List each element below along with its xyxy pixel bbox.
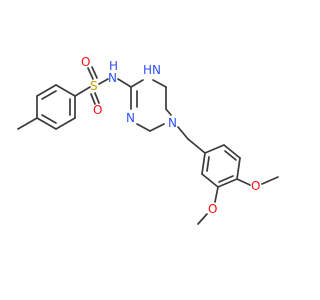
bond-O-CH3-para — [261, 176, 279, 185]
bond-triazine-6 — [136, 123, 151, 132]
bond-N-C — [117, 78, 132, 88]
bond-tolyl-3 — [55, 84, 76, 97]
methoxy-oxygen-para-label: O — [251, 179, 260, 193]
bonds — [17, 66, 279, 225]
bond-S-N — [98, 78, 109, 85]
bond-O-CH3-meta — [197, 213, 208, 225]
bond-aryl-4 — [217, 178, 238, 188]
bond-tolyl-6 — [36, 117, 57, 130]
bond-N-CH2 — [177, 126, 189, 140]
bond-S-O-top-b — [91, 66, 98, 79]
sulfur-atom-label: S — [90, 79, 98, 93]
ring-nh-hydrogen-label: H — [143, 63, 152, 77]
molecule-structure: S O O N H H N N N O O — [17, 55, 279, 225]
atom-labels: S O O N H H N N N O O — [81, 55, 260, 216]
structure-canvas: S O O N H H N N N O O — [17, 55, 279, 225]
bond-aryl-inner-b — [218, 175, 234, 183]
bond-methyl — [17, 117, 38, 130]
bond-S-O-bottom-a — [94, 92, 100, 104]
ring-imine-nitrogen-label: N — [126, 111, 135, 125]
bond-triazine-5 — [149, 123, 165, 132]
bond-S-O-bottom-b — [90, 93, 96, 105]
bond-triazine-4 — [165, 108, 172, 116]
bond-S-O-top-a — [87, 67, 94, 80]
ring-nh-nitrogen-label: N — [152, 63, 161, 77]
bond-tolyl-5 — [55, 117, 76, 130]
bond-tolyl-2 — [36, 84, 57, 97]
oxygen-atom-label-top: O — [81, 55, 90, 69]
sulfonamide-hydrogen-label: H — [109, 59, 118, 73]
bond-triazine-1 — [130, 79, 144, 88]
bond-aryl-O-para — [236, 178, 251, 186]
bond-aryl-6 — [201, 152, 206, 175]
bond-aryl-2 — [223, 144, 241, 159]
ring-tertiary-nitrogen-label: N — [168, 116, 177, 130]
methoxy-oxygen-meta-label: O — [208, 202, 217, 216]
bond-aryl-1 — [204, 144, 225, 154]
bond-CH2-CH2 — [187, 138, 206, 154]
bond-aryl-3 — [236, 157, 241, 180]
bond-aryl-5 — [201, 173, 219, 188]
bond-aryl-O-meta — [214, 186, 219, 203]
bond-aryl-inner-c — [206, 156, 210, 172]
bond-tolyl-inner-a — [41, 90, 57, 100]
bond-tolyl-inner-c — [41, 114, 57, 124]
bond-triazine-2 — [152, 79, 167, 88]
sulfonamide-nitrogen-label: N — [108, 71, 117, 85]
bond-ring-S — [74, 86, 91, 97]
oxygen-atom-label-bottom: O — [93, 103, 102, 117]
bond-aryl-inner-a — [224, 150, 237, 161]
